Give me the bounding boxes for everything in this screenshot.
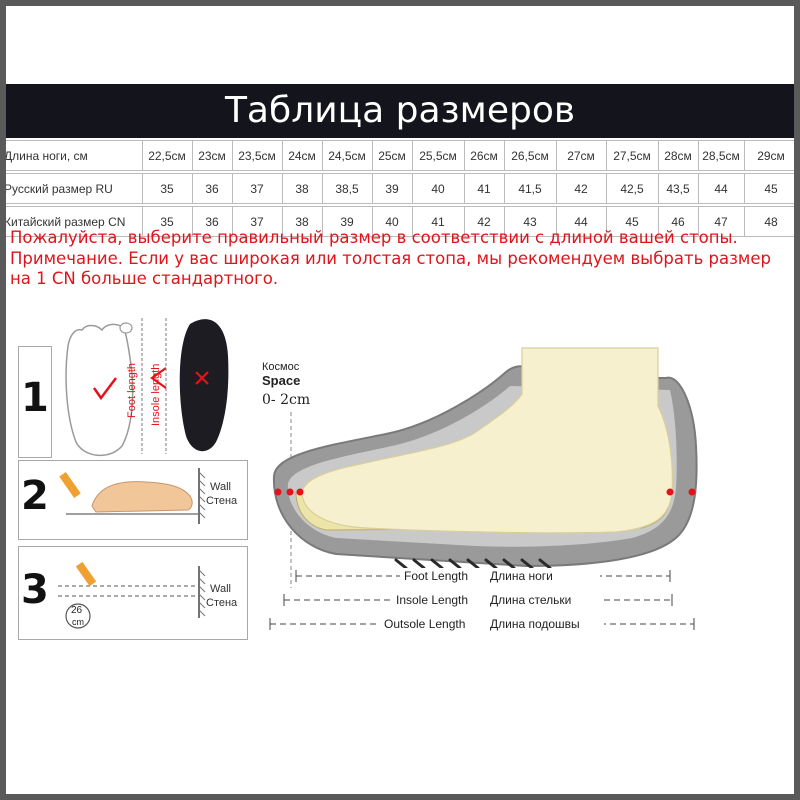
insole-length-label-en: Insole Length (396, 593, 468, 607)
table-cell: 43,5 (657, 173, 699, 204)
pencil-icon (59, 472, 81, 498)
table-cell: 42 (555, 173, 607, 204)
outsole-start-marker (274, 488, 282, 496)
foot-start-marker (296, 488, 304, 496)
ruler-value: 26 (71, 605, 83, 616)
step-1-panel: 1 (18, 346, 52, 458)
less-than-icon (150, 367, 167, 389)
table-cell: 38 (281, 206, 323, 237)
step-1-number: 1 (21, 375, 49, 421)
table-cell: 45 (743, 173, 794, 204)
row-label: Китайский размер CN (6, 206, 143, 237)
shoe-diagram: Космос Space 0- 2cm (262, 347, 698, 632)
row-label: Русский размер RU (6, 173, 143, 204)
table-cell: 41 (411, 206, 465, 237)
note-wide-foot: Примечание. Если у вас широкая или толст… (10, 249, 771, 288)
step-2-number: 2 (21, 473, 49, 519)
insole-length-label-ru: Длина стельки (490, 593, 571, 607)
page-title: Таблица размеров (6, 84, 794, 138)
table-cell: 44 (555, 206, 607, 237)
wall-label-ru: Стена (206, 495, 238, 507)
step-3-panel: 3 (18, 546, 248, 640)
table-cell: 37 (231, 173, 283, 204)
outsole-length-label-en: Outsole Length (384, 617, 465, 631)
table-cell: 48 (743, 206, 794, 237)
space-label-ru: Космос (262, 361, 300, 373)
table-cell: 38,5 (321, 173, 373, 204)
table-cell: 42 (463, 206, 505, 237)
table-cell: 41,5 (503, 173, 557, 204)
foot-length-label-ru: Длина ноги (490, 569, 553, 583)
table-cell: 44 (697, 173, 745, 204)
cross-mark-icon (195, 371, 209, 385)
table-cell: 27см (555, 140, 607, 171)
foot-outline-icon (65, 323, 134, 456)
table-cell: 38 (281, 173, 323, 204)
insole-length-label: Insole length (150, 364, 162, 426)
step-3-illustration: Wall Стена 26 cm (58, 561, 238, 629)
foot-shape (301, 347, 673, 534)
step-3-number: 3 (21, 567, 49, 613)
step-1-illustration: Foot length Insole length (65, 318, 229, 456)
table-cell: 22,5см (141, 140, 193, 171)
outsole-end-marker (688, 488, 696, 496)
size-notes: Пожалуйста, выберите правильный размер в… (10, 228, 790, 289)
table-cell: 25см (371, 140, 413, 171)
outsole-length-label-ru: Длина подошвы (490, 617, 580, 631)
wall-hatch (198, 569, 206, 617)
table-cell: 37 (231, 206, 283, 237)
wall-label-ru: Стена (206, 597, 238, 609)
table-cell: 47 (697, 206, 745, 237)
wall-hatch (198, 471, 206, 519)
row-label: Длина ноги, см (6, 140, 143, 171)
measurement-circle (65, 603, 91, 629)
table-cell: 36 (191, 173, 233, 204)
ruler-unit: cm (72, 617, 84, 627)
table-cell: 43 (503, 206, 557, 237)
insole-start-marker (286, 488, 294, 496)
table-cell: 29см (743, 140, 794, 171)
insole-icon (179, 319, 229, 452)
foot-length-label-en: Foot Length (404, 569, 468, 583)
step-2-illustration: Wall Стена (59, 468, 238, 524)
toe-icon (119, 322, 133, 334)
outsole-length-measure: Outsole Length Длина подошвы (269, 616, 695, 632)
table-cell: 46 (657, 206, 699, 237)
table-cell: 40 (371, 206, 413, 237)
table-cell: 41 (463, 173, 505, 204)
foot-length-measure: Foot Length Длина ноги (295, 568, 671, 584)
foot-side-icon (91, 481, 193, 513)
tread-pattern (394, 558, 552, 570)
wall-label-en: Wall (210, 583, 231, 595)
insole-length-measure: Insole Length Длина стельки (283, 592, 673, 608)
pencil-icon (75, 561, 97, 587)
table-cell: 28см (657, 140, 699, 171)
foot-end-marker (666, 488, 674, 496)
measurement-diagram: Foot length Insole length Wall Стена Wal… (58, 318, 698, 632)
table-cell: 26см (463, 140, 505, 171)
wall-label-en: Wall (210, 481, 231, 493)
check-mark-icon (92, 377, 117, 401)
table-cell: 35 (141, 173, 193, 204)
foot-length-label: Foot length (126, 363, 138, 418)
table-cell: 42,5 (605, 173, 659, 204)
table-cell: 25,5см (411, 140, 465, 171)
table-cell: 27,5см (605, 140, 659, 171)
space-label-en: Space (262, 373, 300, 388)
space-range-label: 0- 2cm (262, 392, 310, 408)
table-cell: 45 (605, 206, 659, 237)
note-size-selection: Пожалуйста, выберите правильный размер в… (10, 228, 738, 247)
table-cell: 23,5см (231, 140, 283, 171)
table-cell: 24,5см (321, 140, 373, 171)
